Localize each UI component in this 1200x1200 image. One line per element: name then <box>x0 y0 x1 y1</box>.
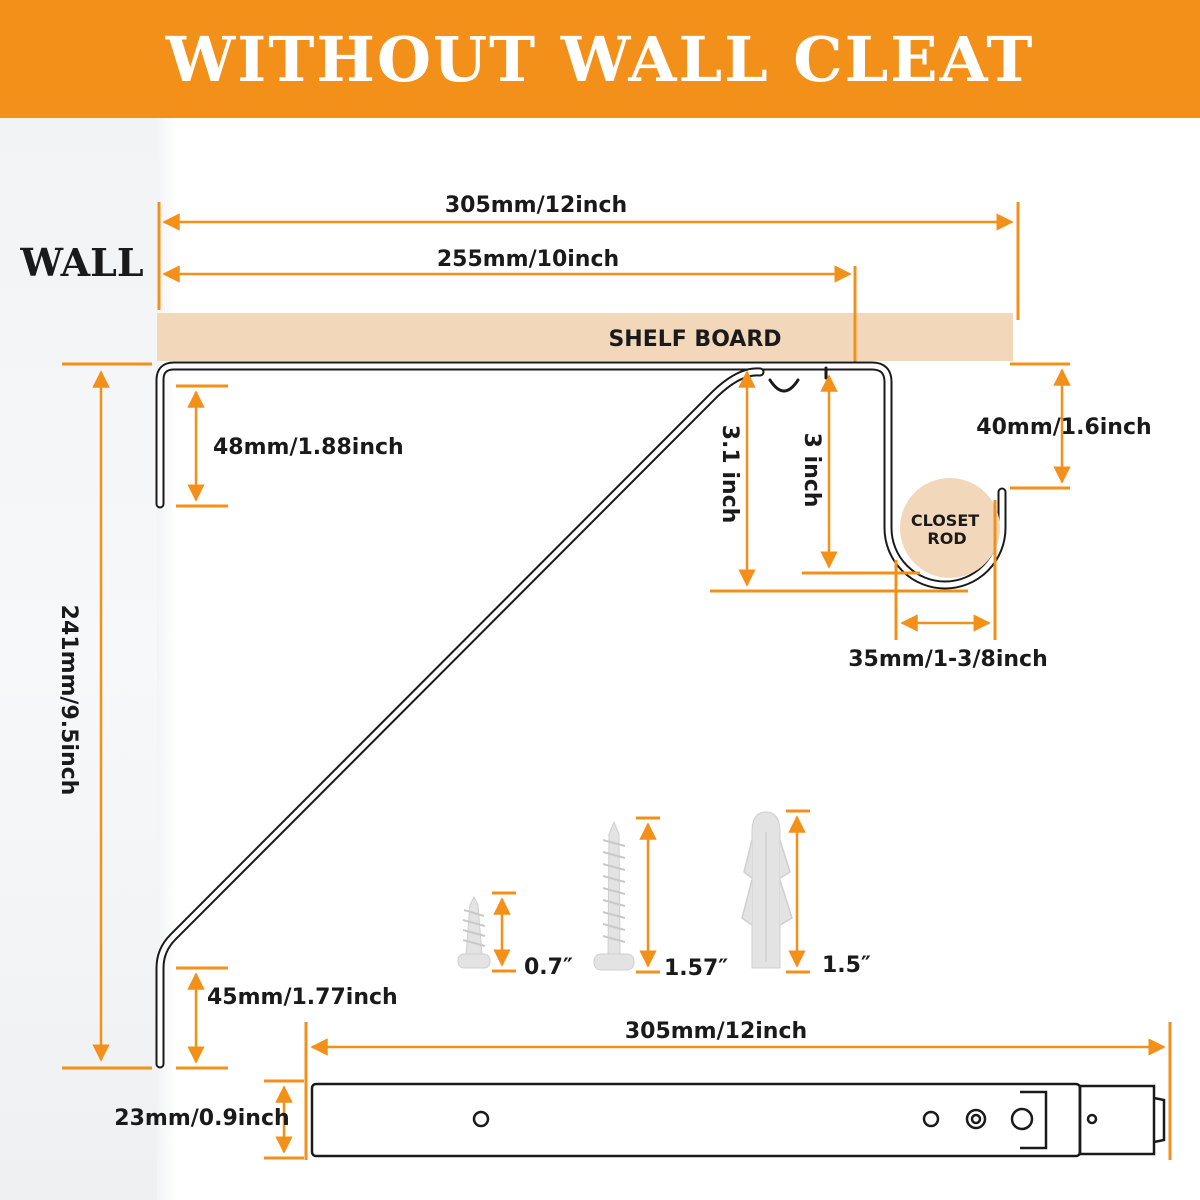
total-height-dimension: 241mm/9.5inch <box>56 362 152 1070</box>
wall-surface <box>0 118 157 1200</box>
hook-height-dimension: 40mm/1.6inch <box>976 362 1152 490</box>
wall-label: WALL <box>19 240 143 285</box>
wall-anchor: 1.5″ <box>741 809 871 978</box>
shelf-depth-dimension: 255mm/10inch <box>162 247 857 362</box>
back-leg-dimension: 48mm/1.88inch <box>176 384 404 508</box>
shelf-board <box>157 313 1013 361</box>
total-height-label: 241mm/9.5inch <box>56 605 81 796</box>
hook-height-label: 40mm/1.6inch <box>976 415 1151 440</box>
cleat-length-dimension: 305mm/12inch <box>304 1019 1172 1160</box>
wall-cleat <box>310 1082 1166 1158</box>
hook-drop-outer-dimension: 3.1 inch <box>710 370 968 593</box>
shelf-board-label: SHELF BOARD <box>608 327 781 352</box>
cleat-height-dimension: 23mm/0.9inch <box>114 1079 304 1160</box>
anchor-label: 1.5″ <box>822 953 871 978</box>
closet-rod-label-line2: ROD <box>927 529 966 548</box>
shelf-bracket <box>155 361 1007 1069</box>
rod-width-label: 35mm/1-3/8inch <box>848 647 1048 672</box>
hook-drop-inner-dimension: 3 inch <box>799 374 920 575</box>
small-screw-label: 0.7″ <box>524 955 573 980</box>
closet-rod: CLOSET ROD <box>900 478 1000 578</box>
closet-rod-label-line1: CLOSET <box>911 511 979 530</box>
title-banner: WITHOUT WALL CLEAT <box>0 0 1200 118</box>
bottom-leg-label: 45mm/1.77inch <box>207 985 398 1010</box>
hook-drop-inner-label: 3 inch <box>799 433 824 508</box>
top-width-label: 305mm/12inch <box>445 193 627 218</box>
large-screw: 1.57″ <box>593 816 728 981</box>
cleat-height-label: 23mm/0.9inch <box>114 1106 289 1131</box>
back-leg-label: 48mm/1.88inch <box>213 435 404 460</box>
hook-drop-outer-label: 3.1 inch <box>717 425 742 524</box>
bottom-leg-dimension: 45mm/1.77inch <box>176 966 398 1070</box>
large-screw-label: 1.57″ <box>664 956 728 981</box>
shelf-depth-label: 255mm/10inch <box>437 247 619 272</box>
banner-title: WITHOUT WALL CLEAT <box>165 22 1035 96</box>
top-width-dimension: 305mm/12inch <box>157 193 1020 320</box>
small-screw: 0.7″ <box>457 891 573 980</box>
cleat-length-label: 305mm/12inch <box>625 1019 807 1044</box>
rod-width-dimension: 35mm/1-3/8inch <box>848 500 1048 672</box>
